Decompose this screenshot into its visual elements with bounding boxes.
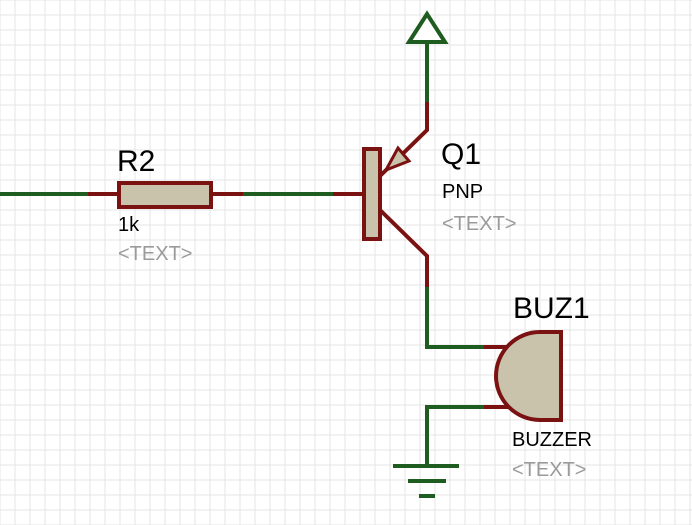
- transistor-base-bar: [362, 147, 382, 241]
- resistor-r2[interactable]: R2 1k <TEXT>: [88, 145, 243, 265]
- resistor-body: [117, 181, 213, 209]
- resistor-value-label: 1k: [118, 214, 140, 236]
- resistor-ref-label: R2: [117, 145, 155, 178]
- resistor-text-placeholder: <TEXT>: [118, 243, 192, 265]
- transistor-text-placeholder: <TEXT>: [442, 213, 516, 235]
- collector-wire[interactable]: [425, 287, 484, 349]
- buzzer-text-placeholder: <TEXT>: [512, 459, 586, 481]
- buzzer-body: [494, 330, 563, 422]
- transistor-value-label: PNP: [442, 181, 483, 203]
- buzzer-value-label: BUZZER: [512, 429, 592, 451]
- buzzer-buz1[interactable]: BUZ1 BUZZER <TEXT>: [484, 292, 592, 481]
- ground-wire[interactable]: [425, 405, 484, 465]
- buzzer-ref-label: BUZ1: [513, 292, 590, 325]
- transistor-ref-label: Q1: [441, 138, 481, 171]
- power-arrow-icon: [405, 10, 449, 44]
- transistor-q1[interactable]: Q1 PNP <TEXT>: [333, 102, 516, 287]
- emitter-arrow-icon: [382, 145, 412, 173]
- transistor-collector-lead: [378, 208, 429, 287]
- power-terminal[interactable]: [405, 10, 449, 102]
- ground-icon: [393, 464, 459, 498]
